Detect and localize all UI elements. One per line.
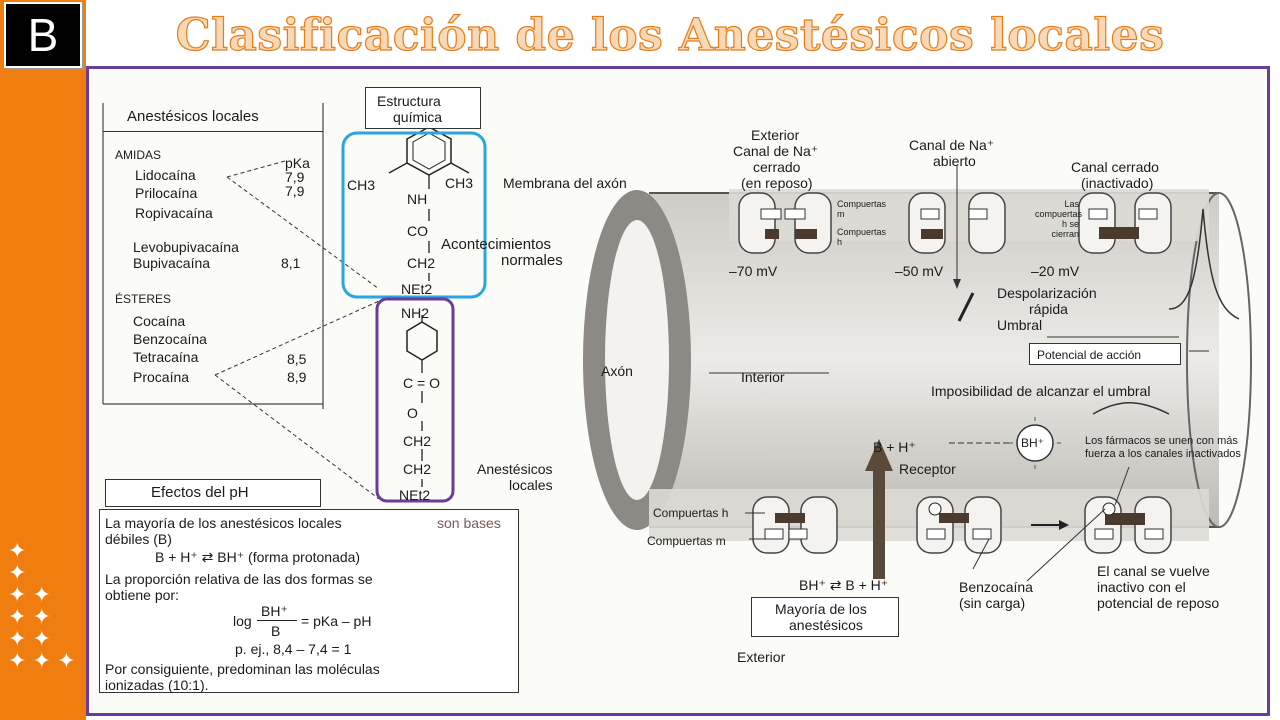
benzocaine-2: (sin carga) — [959, 595, 1026, 611]
inactive-2: inactivo con el — [1097, 579, 1186, 595]
ester-nh2: NH2 — [401, 305, 430, 321]
inactivated-2: (inactivado) — [1081, 175, 1154, 191]
pka-lidocaina: 7,9 — [285, 169, 305, 185]
table-header-rule — [103, 131, 323, 132]
ester-net2: NEt2 — [399, 487, 431, 503]
structure-header-line1: Estructura — [377, 93, 441, 109]
majority-2: anestésicos — [789, 617, 863, 633]
section-badge: B — [4, 2, 82, 68]
ph-eq2-den: B — [271, 623, 281, 639]
bh-label: BH⁺ — [1021, 436, 1045, 450]
ph-line1a: La mayoría de los anestésicos locales — [105, 515, 342, 531]
gate-h-top: Compuertas h — [837, 227, 887, 247]
ph-line5: Por consiguiente, predominan las molécul… — [105, 661, 380, 677]
ester-c-o: C = O — [403, 375, 440, 391]
drug-bupivacaina: Bupivacaína — [133, 255, 211, 271]
events-1: Acontecimientos — [441, 236, 552, 253]
impossible-threshold: Imposibilidad de alcanzar el umbral — [931, 383, 1151, 399]
closed-rest-2: cerrado — [753, 159, 801, 175]
amidas-label: AMIDAS — [115, 148, 162, 162]
depolarization-1: Despolarización — [997, 285, 1097, 301]
closed-rest-1: Canal de Na⁺ — [733, 143, 819, 159]
receptor-label: Receptor — [899, 461, 956, 477]
action-potential-box — [1029, 343, 1181, 365]
drug-lidocaina: Lidocaína — [135, 167, 196, 183]
exterior-top: Exterior — [751, 127, 800, 143]
open-1: Canal de Na⁺ — [909, 137, 995, 153]
pka-tetracaina: 8,5 — [287, 351, 307, 367]
pka-label: pKa — [285, 155, 310, 171]
esteres-label: ÉSTERES — [115, 292, 172, 306]
structure-header-line2: química — [393, 109, 443, 125]
drug-tetracaina: Tetracaína — [133, 349, 199, 365]
ph-eq2-log: log — [233, 613, 252, 629]
eq-bottom: BH⁺ ⇄ B + H⁺ — [799, 577, 889, 593]
ph-header: Efectos del pH — [151, 484, 249, 501]
ester-o: O — [407, 405, 418, 421]
ph-example: p. ej., 8,4 – 7,4 = 1 — [235, 641, 352, 657]
star-decoration: ✦ ✦ ✦ ✦ ✦ ✦ ✦ ✦ ✦ ✦ ✦ — [8, 538, 76, 673]
gate-m-top: Compuertas m — [837, 199, 887, 219]
ph-line3: La proporción relativa de las dos formas… — [105, 571, 373, 587]
gates-h-lower: Compuertas h — [653, 506, 729, 520]
table-header: Anestésicos locales — [127, 108, 259, 125]
pka-procaina: 8,9 — [287, 369, 307, 385]
drug-prilocaina: Prilocaína — [135, 185, 198, 201]
amide-ch3-left: CH3 — [347, 177, 376, 193]
mv-20: –20 mV — [1031, 263, 1080, 279]
eq-b-h: B + H⁺ — [873, 439, 916, 455]
inactive-3: potencial de reposo — [1097, 595, 1220, 611]
interior-label: Interior — [741, 369, 785, 385]
ester-ch2-b: CH2 — [403, 461, 432, 477]
events-2: normales — [501, 252, 563, 269]
exterior-bottom: Exterior — [737, 649, 786, 665]
amide-net2: NEt2 — [401, 281, 433, 297]
mv-70: –70 mV — [729, 263, 778, 279]
fraction-bar — [257, 620, 297, 621]
drug-ropivacaina: Ropivacaína — [135, 205, 213, 221]
ph-line1b: son bases — [437, 515, 501, 531]
inactivated-1: Canal cerrado — [1071, 159, 1159, 175]
closed-rest-3: (en reposo) — [741, 175, 813, 191]
amide-co: CO — [407, 223, 428, 239]
gate-h-closed: Las compuertas h se cierran — [1035, 199, 1083, 239]
inactive-1: El canal se vuelve — [1097, 563, 1210, 579]
action-potential-label: Potencial de acción — [1037, 348, 1142, 362]
ph-line4: obtiene por: — [105, 587, 179, 603]
ph-header-box — [105, 479, 321, 507]
open-2: abierto — [933, 153, 976, 169]
drug-benzocaina: Benzocaína — [133, 331, 207, 347]
depolarization-2: rápida — [1029, 301, 1068, 317]
ph-box — [99, 509, 519, 693]
amide-ch3-right: CH3 — [445, 175, 474, 191]
mv-50: –50 mV — [895, 263, 944, 279]
slide-title: Clasificación de los Anestésicos locales — [175, 9, 1165, 61]
ph-line6: ionizadas (10:1). — [105, 677, 209, 693]
ph-eq2-num: BH⁺ — [261, 603, 288, 619]
majority-box — [751, 597, 899, 637]
structure-header-box — [365, 87, 481, 129]
ph-line2: débiles (B) — [105, 531, 172, 547]
drugs-bind-note: Los fármacos se unen con más fuerza a lo… — [1085, 435, 1241, 460]
figure-frame: Anestésicos locales AMIDAS pKa Lidocaína… — [86, 66, 1270, 716]
axon-label: Axón — [601, 363, 633, 379]
local-anesthetics-2: locales — [509, 477, 553, 493]
amide-ch2: CH2 — [407, 255, 436, 271]
amide-nh: NH — [407, 191, 428, 207]
sidebar: B ✦ ✦ ✦ ✦ ✦ ✦ ✦ ✦ ✦ ✦ ✦ — [0, 0, 86, 720]
ph-eq1: B + H⁺ ⇄ BH⁺ (forma protonada) — [155, 549, 361, 565]
drug-procaina: Procaína — [133, 369, 190, 385]
drug-levobupivacaina: Levobupivacaína — [133, 239, 239, 255]
majority-1: Mayoría de los — [775, 601, 867, 617]
gates-m-lower: Compuertas m — [647, 534, 726, 548]
drug-cocaina: Cocaína — [133, 313, 186, 329]
ester-ch2-a: CH2 — [403, 433, 432, 449]
benzocaine-1: Benzocaína — [959, 579, 1033, 595]
pka-bupivacaina: 8,1 — [281, 255, 301, 271]
threshold-label: Umbral — [997, 317, 1043, 333]
membrane-label: Membrana del axón — [503, 175, 627, 191]
local-anesthetics-1: Anestésicos — [477, 461, 553, 477]
ph-eq2-rhs: = pKa – pH — [301, 613, 372, 629]
pka-prilocaina: 7,9 — [285, 183, 305, 199]
